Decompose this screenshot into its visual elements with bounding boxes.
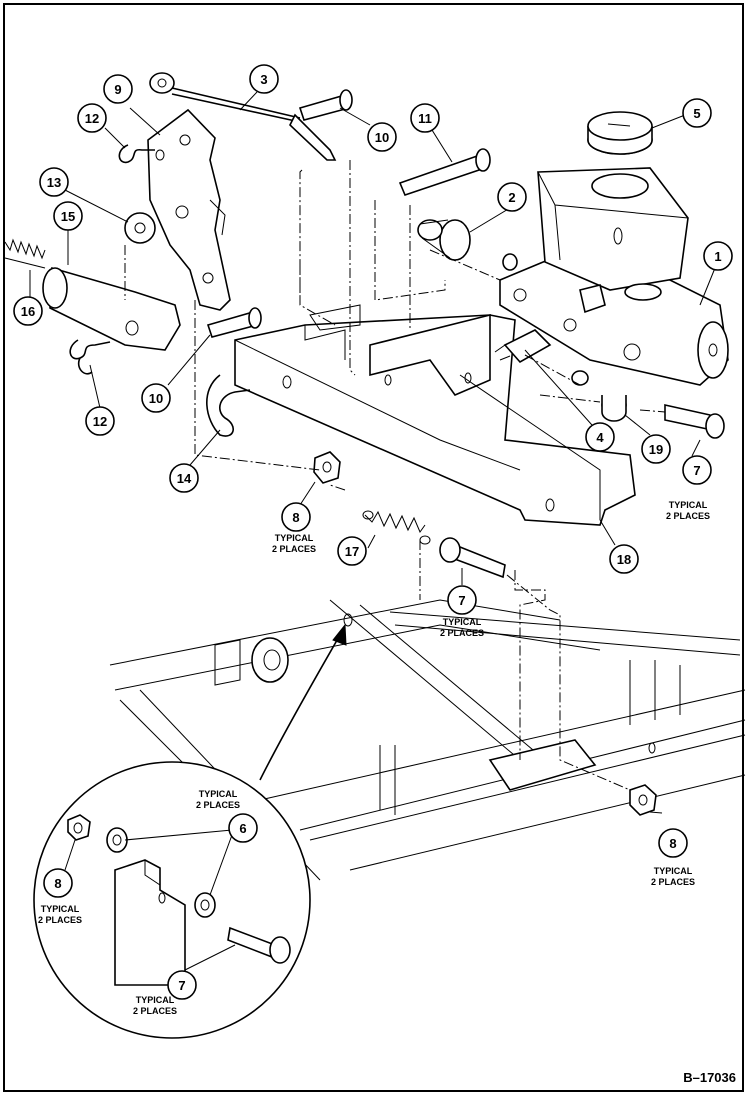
pin-upper <box>298 89 353 121</box>
callout-1: 1 <box>703 241 733 271</box>
reservoir-cap <box>587 111 653 155</box>
callout-4: 4 <box>585 422 615 452</box>
callout-8-center: 8 <box>281 502 311 532</box>
svg-text:10: 10 <box>375 130 389 145</box>
pedal-arm <box>147 108 231 311</box>
pin-long <box>398 148 491 196</box>
svg-text:TYPICAL: TYPICAL <box>443 617 482 627</box>
callout-6: 6 <box>228 813 258 843</box>
pin-lower <box>206 307 262 338</box>
figure-reference: B–17036 <box>683 1070 736 1085</box>
spring <box>4 238 46 269</box>
nut-lower-right <box>629 784 657 816</box>
callout-9: 9 <box>103 74 133 104</box>
svg-text:3: 3 <box>260 72 267 87</box>
svg-text:2 PLACES: 2 PLACES <box>651 877 695 887</box>
note-8-center: TYPICAL 2 PLACES <box>272 533 316 554</box>
note-7-right: TYPICAL 2 PLACES <box>666 500 710 521</box>
svg-text:13: 13 <box>47 175 61 190</box>
callout-18: 18 <box>609 544 639 574</box>
callout-12-upper: 12 <box>77 103 107 133</box>
pushrod <box>149 72 337 161</box>
callout-10-lower: 10 <box>141 383 171 413</box>
svg-text:12: 12 <box>85 111 99 126</box>
bushing <box>124 212 156 244</box>
svg-text:TYPICAL: TYPICAL <box>41 904 80 914</box>
svg-text:9: 9 <box>114 82 121 97</box>
svg-text:TYPICAL: TYPICAL <box>654 866 693 876</box>
note-8-right: TYPICAL 2 PLACES <box>651 866 695 887</box>
note-7-detail: TYPICAL 2 PLACES <box>133 995 177 1016</box>
svg-text:TYPICAL: TYPICAL <box>275 533 314 543</box>
svg-text:7: 7 <box>458 593 465 608</box>
callout-7-detail: 7 <box>167 970 197 1000</box>
svg-text:18: 18 <box>617 552 631 567</box>
callout-15: 15 <box>53 201 83 231</box>
svg-text:4: 4 <box>596 430 604 445</box>
svg-text:8: 8 <box>669 836 676 851</box>
svg-text:2 PLACES: 2 PLACES <box>196 800 240 810</box>
svg-text:16: 16 <box>21 304 35 319</box>
svg-text:11: 11 <box>418 111 432 126</box>
callout-16: 16 <box>13 296 43 326</box>
svg-text:8: 8 <box>54 876 61 891</box>
master-cylinder <box>499 167 729 386</box>
svg-text:17: 17 <box>345 544 359 559</box>
svg-text:1: 1 <box>714 249 721 264</box>
callout-11: 11 <box>410 103 440 133</box>
svg-text:2 PLACES: 2 PLACES <box>440 628 484 638</box>
callout-7-right: 7 <box>682 455 712 485</box>
bolt-upper-right <box>664 404 725 439</box>
callout-12-lower: 12 <box>85 406 115 436</box>
callout-14: 14 <box>169 463 199 493</box>
note-6-detail: TYPICAL 2 PLACES <box>196 789 240 810</box>
callout-17: 17 <box>337 536 367 566</box>
callout-8-detail: 8 <box>43 868 73 898</box>
boot-seal <box>417 219 518 271</box>
callout-13: 13 <box>39 167 69 197</box>
svg-text:14: 14 <box>177 471 192 486</box>
svg-text:19: 19 <box>649 442 663 457</box>
svg-text:2 PLACES: 2 PLACES <box>666 511 710 521</box>
large-hairpin <box>206 374 251 437</box>
svg-text:2 PLACES: 2 PLACES <box>272 544 316 554</box>
note-8-detail: TYPICAL 2 PLACES <box>38 904 82 925</box>
svg-text:TYPICAL: TYPICAL <box>199 789 238 799</box>
svg-text:7: 7 <box>178 978 185 993</box>
svg-text:15: 15 <box>61 209 75 224</box>
leader-lines <box>29 91 716 971</box>
svg-text:TYPICAL: TYPICAL <box>136 995 175 1005</box>
hairpin-clip-lower <box>69 339 111 375</box>
brake-switch <box>494 329 552 364</box>
svg-text:8: 8 <box>292 510 299 525</box>
callout-10-upper: 10 <box>367 122 397 152</box>
callout-2: 2 <box>497 182 527 212</box>
svg-text:TYPICAL: TYPICAL <box>669 500 708 510</box>
callout-3: 3 <box>249 64 279 94</box>
hairpin-clip-upper <box>118 144 155 164</box>
svg-text:2 PLACES: 2 PLACES <box>133 1006 177 1016</box>
pedal-bracket <box>234 304 636 526</box>
svg-text:10: 10 <box>149 391 163 406</box>
fitting <box>571 370 627 422</box>
bolt-center <box>439 537 506 579</box>
diagram-border <box>3 3 744 1092</box>
svg-text:12: 12 <box>93 414 107 429</box>
clevis <box>42 266 181 351</box>
svg-text:7: 7 <box>693 463 700 478</box>
callout-8-right: 8 <box>658 828 688 858</box>
callout-7-center: 7 <box>447 585 477 615</box>
svg-text:6: 6 <box>239 821 246 836</box>
callout-5: 5 <box>682 98 712 128</box>
svg-text:5: 5 <box>693 106 700 121</box>
svg-text:2 PLACES: 2 PLACES <box>38 915 82 925</box>
nut-center <box>313 451 341 484</box>
callout-19: 19 <box>641 434 671 464</box>
note-7-center: TYPICAL 2 PLACES <box>440 617 484 638</box>
svg-text:2: 2 <box>508 190 515 205</box>
